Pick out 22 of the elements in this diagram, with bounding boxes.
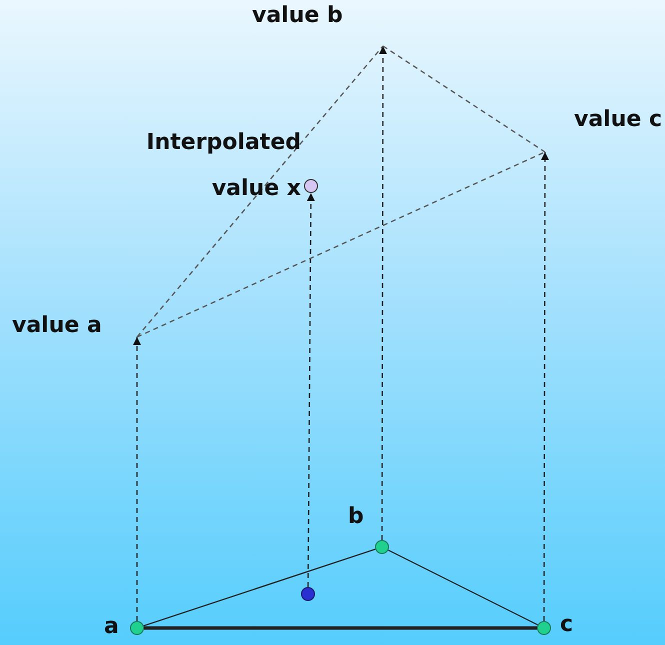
point-marker [301,587,315,601]
value-label: value a [12,314,102,338]
connector-line [136,151,546,338]
point-marker [537,621,551,635]
point-label: a [104,613,120,641]
arrow [306,193,315,587]
connector-line [388,550,538,626]
point-marker [304,179,318,193]
point-marker [130,621,144,635]
point-marker [375,540,389,554]
connector-line [136,46,384,338]
connector-line [144,626,537,630]
arrow [133,337,141,621]
value-label: value c [574,108,662,132]
arrow [378,46,387,540]
connector-line [143,548,376,626]
arrow [540,152,549,621]
point-label: c [560,611,574,639]
point-label: b [348,503,365,531]
value-label: value b [252,4,343,28]
connector-line [382,45,546,153]
point-label: Interpolated value x [145,129,301,203]
